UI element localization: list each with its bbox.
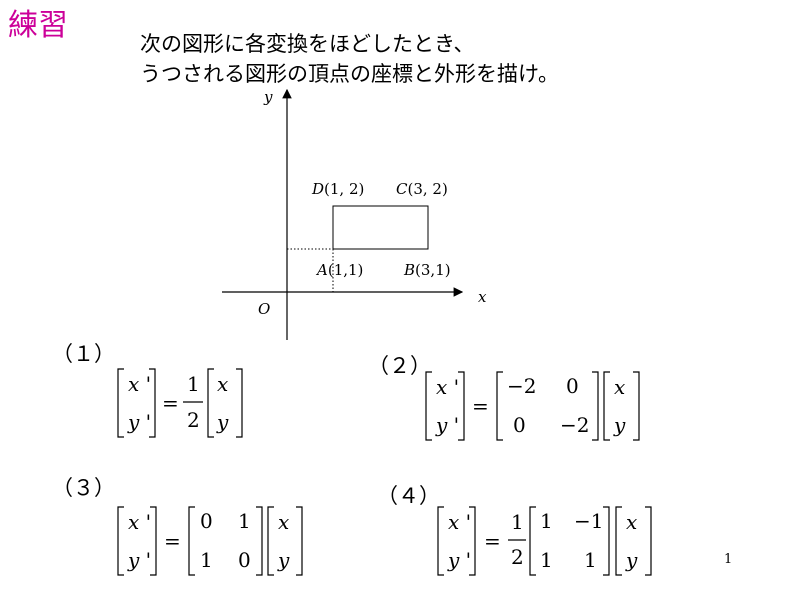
p4-rhs-y: y [626,548,638,572]
p2-equals: = [472,394,489,418]
y-axis-label: y [263,88,273,106]
p2-lhs-left-bracket [425,371,432,441]
p3-rhs-x: x [278,510,290,534]
problem-2-label: （２） [368,354,431,378]
p4-rhs-right-bracket [645,506,652,576]
p4-lhs-x-prime: x ' [448,510,472,534]
p4-m22: 1 [584,548,597,572]
p1-rhs-left-bracket [207,368,214,438]
p2-mat-right-bracket [592,371,599,441]
instruction-line-1: 次の図形に各変換をほどしたとき、 [140,32,475,56]
p4-lhs-y-prime: y ' [448,548,472,572]
p4-coef-numerator: 1 [511,510,524,534]
p2-m12: 0 [566,374,579,398]
p2-m21: 0 [513,413,526,437]
p2-rhs-left-bracket [603,371,610,441]
p4-lhs-left-bracket [437,506,444,576]
p3-rhs-left-bracket [267,506,274,576]
p2-m22: −2 [560,413,590,437]
p2-lhs-y-prime: y ' [436,413,460,437]
p4-equals: = [484,529,501,553]
p1-rhs-y: y [217,410,229,434]
page-number: 1 [724,552,733,567]
p3-lhs-left-bracket [117,506,124,576]
p1-coef-denominator: 2 [187,408,200,432]
p3-m12: 1 [238,509,251,533]
p1-lhs-x-prime: x ' [128,372,152,396]
p4-m11: 1 [540,509,553,533]
p3-m21: 1 [200,548,213,572]
p4-mat-left-bracket [529,506,536,576]
problem-3-label: （３） [52,476,115,500]
p2-rhs-y: y [614,413,626,437]
p3-m11: 0 [200,509,213,533]
x-axis-label: x [478,288,487,306]
p3-rhs-y: y [278,548,290,572]
p1-lhs-left-bracket [117,368,124,438]
point-label-d: D(1, 2) [312,180,365,198]
p4-mat-right-bracket [603,506,610,576]
p3-lhs-x-prime: x ' [128,510,152,534]
p1-rhs-x: x [217,372,229,396]
p2-m11: −2 [507,374,537,398]
p3-mat-right-bracket [256,506,263,576]
p3-lhs-right-bracket [150,506,157,576]
p4-rhs-x: x [626,510,638,534]
p3-m22: 0 [238,548,251,572]
p1-lhs-right-bracket [149,368,156,438]
problem-1-label: （１） [52,342,115,366]
slide-title: 練習 [8,8,68,43]
p2-mat-left-bracket [496,371,503,441]
p1-coef-numerator: 1 [187,372,200,396]
p3-lhs-y-prime: y ' [128,548,152,572]
p3-equals: = [164,529,181,553]
p2-lhs-x-prime: x ' [436,375,460,399]
p4-coef-denominator: 2 [511,545,524,569]
p4-lhs-right-bracket [469,506,476,576]
p2-lhs-right-bracket [458,371,465,441]
p3-rhs-right-bracket [296,506,303,576]
instruction-line-2: うつされる図形の頂点の座標と外形を描け。 [140,62,559,86]
p2-rhs-right-bracket [633,371,640,441]
p1-lhs-y-prime: y ' [128,410,152,434]
problem-4-label: （４） [377,484,440,508]
point-label-b: B(3,1) [404,261,451,279]
p4-rhs-left-bracket [615,506,622,576]
p2-rhs-x: x [614,375,626,399]
p3-mat-left-bracket [188,506,195,576]
p1-equals: = [162,391,179,415]
origin-label: O [258,300,270,318]
point-label-c: C(3, 2) [396,180,448,198]
p4-m21: 1 [540,548,553,572]
p4-m12: −1 [574,509,604,533]
p1-rhs-right-bracket [236,368,243,438]
rectangle-abcd [332,205,429,250]
point-label-a: A(1,1) [317,261,364,279]
